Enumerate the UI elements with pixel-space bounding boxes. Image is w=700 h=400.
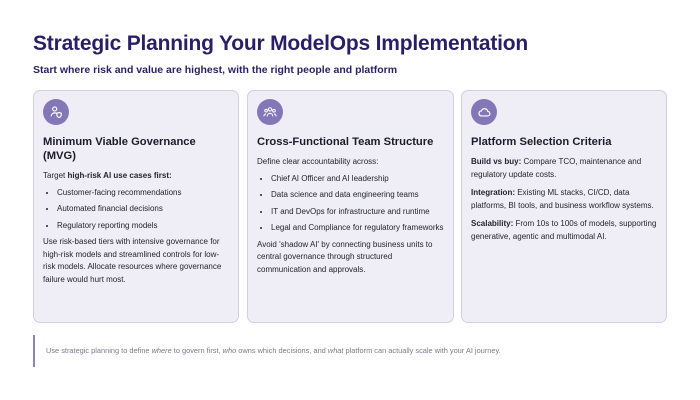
team-icon (257, 99, 283, 125)
list-item: Legal and Compliance for regulatory fram… (271, 222, 444, 235)
list-item: Data science and data engineering teams (271, 189, 444, 202)
card-title: Platform Selection Criteria (471, 136, 612, 148)
list-item: Automated financial decisions (57, 203, 229, 216)
person-shield-icon (43, 99, 69, 125)
card-title: Cross-Functional Team Structure (257, 136, 434, 148)
list-item: Chief AI Officer and AI leadership (271, 173, 444, 186)
card-intro: Target high-risk AI use cases first: (43, 171, 172, 180)
card-platform-selection: Platform Selection Criteria Build vs buy… (461, 90, 667, 323)
footer-accent-bar (33, 335, 35, 367)
list-item: IT and DevOps for infrastructure and run… (271, 206, 444, 219)
card-minimum-viable-governance: Minimum Viable Governance (MVG) Target h… (33, 90, 239, 323)
card-title: Minimum Viable Governance (MVG) (43, 136, 196, 162)
card-paragraph: Use risk-based tiers with intensive gove… (43, 237, 222, 284)
card-intro: Define clear accountability across: (257, 157, 379, 166)
criteria-scalability: Scalability: From 10s to 100s of models,… (471, 219, 657, 241)
list-item: Regulatory reporting models (57, 220, 229, 233)
list-item: Customer-facing recommendations (57, 187, 229, 200)
page-subtitle: Start where risk and value are highest, … (33, 64, 398, 76)
criteria-integration: Integration: Existing ML stacks, CI/CD, … (471, 188, 654, 210)
card-paragraph: Avoid 'shadow AI' by connecting business… (257, 239, 433, 274)
criteria-build-vs-buy: Build vs buy: Compare TCO, maintenance a… (471, 157, 642, 179)
footer-note: Use strategic planning to define where t… (46, 346, 501, 355)
bullet-list: Customer-facing recommendations Automate… (43, 187, 229, 233)
bullet-list: Chief AI Officer and AI leadership Data … (257, 173, 444, 235)
cloud-icon (471, 99, 497, 125)
card-cross-functional-team: Cross-Functional Team Structure Define c… (247, 90, 454, 323)
page-title: Strategic Planning Your ModelOps Impleme… (33, 32, 529, 55)
